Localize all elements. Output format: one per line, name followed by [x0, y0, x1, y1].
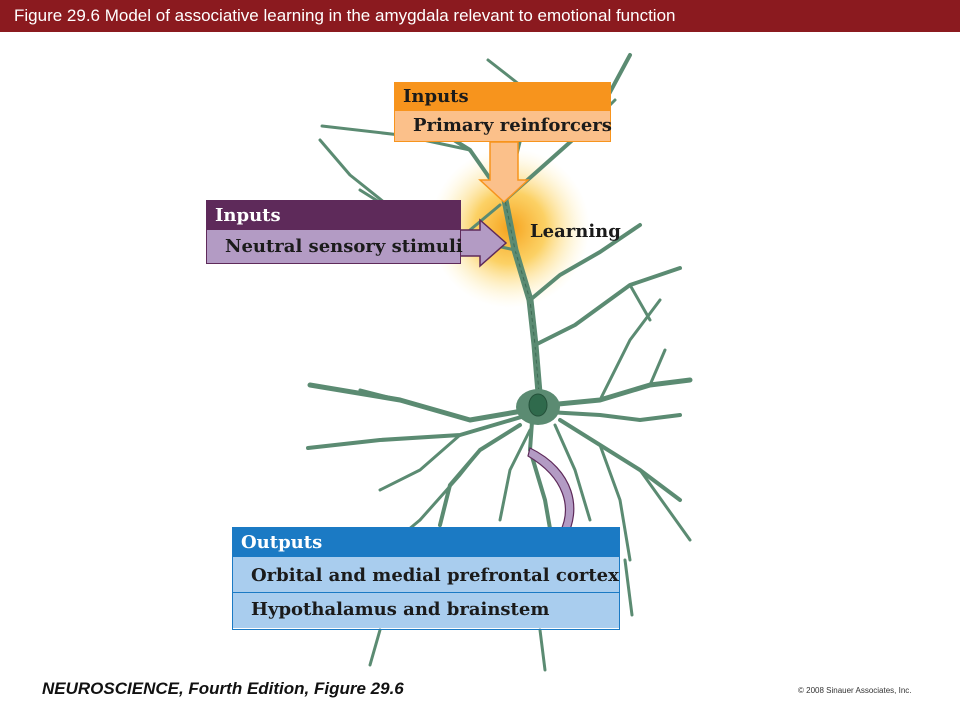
primary-box-item: Primary reinforcers	[395, 111, 612, 141]
copyright: © 2008 Sinauer Associates, Inc.	[798, 686, 912, 695]
primary-box-header: Inputs	[395, 83, 610, 111]
neuron-nucleus	[528, 393, 548, 417]
outputs-item-1: Orbital and medial prefrontal cortex	[233, 557, 619, 593]
neutral-input-arrow	[459, 218, 508, 268]
book-credit: NEUROSCIENCE, Fourth Edition, Figure 29.…	[42, 679, 404, 698]
neutral-stimuli-box: Inputs Neutral sensory stimuli	[206, 200, 463, 264]
axon	[527, 420, 554, 542]
primary-input-arrow	[478, 141, 530, 204]
outputs-box-header: Outputs	[233, 528, 619, 557]
outputs-item-2: Hypothalamus and brainstem	[233, 593, 619, 628]
outputs-box: Outputs Orbital and medial prefrontal co…	[232, 527, 620, 630]
learning-label: Learning	[530, 221, 621, 242]
primary-reinforcers-box: Inputs Primary reinforcers	[394, 82, 612, 142]
neutral-box-header: Inputs	[207, 201, 460, 230]
figure-title: Figure 29.6 Model of associative learnin…	[14, 6, 676, 25]
title-bar: Figure 29.6 Model of associative learnin…	[0, 0, 960, 32]
neutral-box-item: Neutral sensory stimuli	[207, 230, 463, 263]
